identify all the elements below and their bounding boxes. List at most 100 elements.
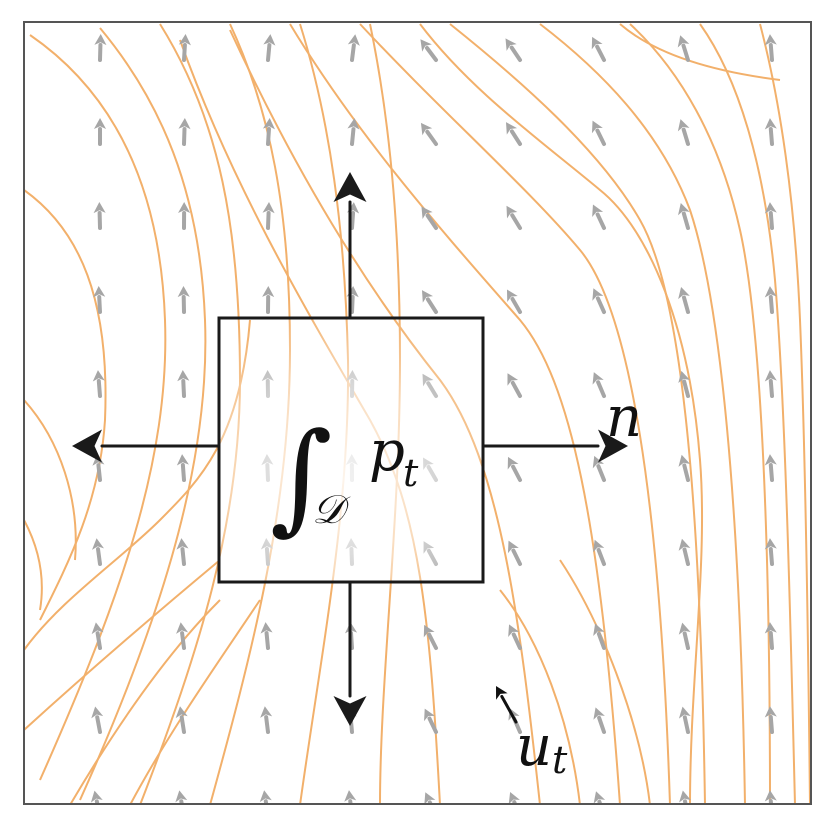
streamline	[619, 23, 781, 81]
arrow-icon	[764, 34, 777, 62]
arrow-icon	[91, 622, 104, 650]
streamline	[699, 23, 796, 804]
arrow-icon	[420, 39, 438, 62]
plot-frame	[23, 21, 812, 805]
arrow-icon	[93, 286, 106, 314]
arrow-icon	[91, 706, 104, 734]
arrow-icon	[678, 286, 690, 314]
arrow-icon	[764, 706, 777, 734]
streamline	[24, 559, 221, 731]
streamline	[499, 589, 581, 804]
streamline	[289, 23, 621, 804]
density-label: p	[369, 419, 405, 484]
arrow-icon	[764, 370, 777, 398]
arrow-icon	[678, 203, 690, 230]
arrow-icon	[262, 202, 275, 230]
arrow-icon	[593, 623, 606, 650]
streamline	[24, 189, 107, 621]
arrow-icon	[175, 706, 188, 734]
arrow-icon	[347, 118, 360, 146]
arrow-icon	[424, 708, 438, 734]
arrow-icon	[506, 205, 522, 230]
streamline	[559, 559, 651, 804]
arrow-icon	[764, 118, 777, 146]
arrow-icon	[764, 538, 777, 566]
streamline	[449, 23, 706, 804]
arrow-icon	[424, 792, 436, 804]
normal-arrow-up-icon	[333, 172, 367, 320]
arrow-icon	[591, 120, 606, 146]
streamline	[629, 23, 771, 804]
normal-arrow-left-icon	[72, 429, 221, 463]
arrow-icon	[678, 370, 691, 398]
streamline	[69, 599, 221, 804]
arrow-icon	[507, 456, 522, 482]
arrow-icon	[420, 122, 438, 146]
velocity-subscript: t	[552, 738, 568, 782]
arrow-icon	[764, 454, 777, 482]
arrow-icon	[507, 373, 522, 398]
arrow-icon	[94, 34, 107, 62]
arrow-icon	[346, 286, 359, 314]
arrow-icon	[505, 122, 522, 146]
arrow-icon	[592, 372, 606, 398]
arrow-icon	[508, 624, 522, 650]
streamline	[24, 519, 43, 611]
arrow-icon	[260, 622, 273, 650]
streamlines	[24, 23, 811, 804]
arrow-icon	[678, 622, 691, 650]
streamline	[419, 23, 704, 804]
arrow-icon	[176, 622, 189, 650]
arrow-icon	[421, 206, 438, 230]
arrow-icon	[93, 202, 106, 230]
arrow-icon	[677, 35, 690, 62]
arrow-icon	[508, 791, 520, 804]
arrow-icon	[593, 707, 606, 734]
streamline	[539, 23, 746, 804]
arrow-icon	[262, 286, 275, 314]
arrow-icon	[592, 288, 606, 314]
arrow-icon	[678, 538, 691, 566]
normal-arrow-down-icon	[333, 580, 367, 726]
arrow-icon	[260, 706, 273, 734]
arrow-icon	[592, 204, 606, 230]
arrow-icon	[505, 38, 522, 62]
streamline	[79, 27, 207, 801]
arrow-icon	[592, 539, 606, 566]
arrow-icon	[423, 624, 438, 650]
arrow-icon	[177, 370, 190, 398]
arrow-icon	[92, 538, 105, 566]
streamline	[759, 23, 811, 804]
arrow-icon	[263, 34, 276, 62]
normal-arrows	[72, 172, 628, 726]
arrow-icon	[764, 202, 777, 230]
velocity-label: u	[516, 714, 552, 779]
normal-arrow-right-icon	[481, 429, 628, 463]
arrow-icon	[593, 791, 606, 804]
arrow-icon	[677, 119, 690, 146]
streamline	[129, 599, 261, 804]
arrow-icon	[176, 538, 189, 566]
arrow-icon	[262, 118, 276, 146]
density-subscript: t	[403, 451, 419, 495]
arrow-icon	[176, 454, 189, 482]
arrow-icon	[93, 118, 107, 146]
arrow-icon	[764, 286, 777, 314]
arrow-icon	[178, 202, 191, 230]
normal-label: n	[606, 385, 642, 450]
arrow-icon	[506, 289, 522, 314]
arrow-icon	[421, 290, 438, 314]
arrow-icon	[347, 34, 360, 62]
arrow-icon	[178, 118, 191, 146]
arrow-icon	[507, 540, 522, 566]
velocity-arrow-icon	[496, 686, 518, 724]
arrow-icon	[92, 370, 105, 398]
streamline	[24, 319, 251, 651]
arrow-icon	[178, 34, 191, 62]
arrow-icon	[177, 286, 190, 314]
streamline	[24, 399, 77, 561]
arrow-icon	[678, 706, 691, 734]
arrow-icon	[678, 454, 691, 482]
integral-sign: ∫	[270, 408, 333, 547]
